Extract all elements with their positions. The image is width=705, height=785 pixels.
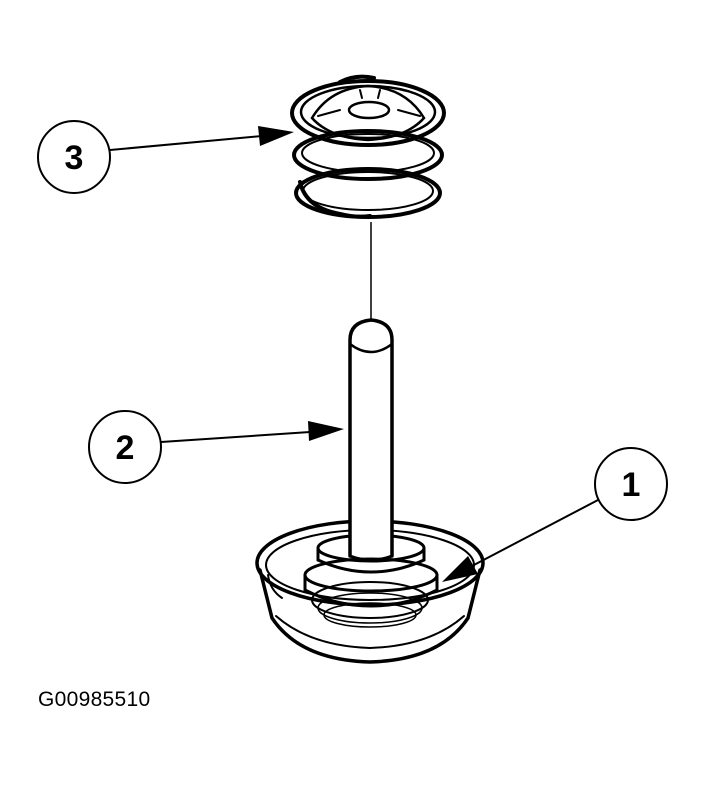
figure-id: G00985510 (38, 688, 151, 711)
callout-2-circle (88, 410, 162, 484)
callout-1: 1 (442, 447, 668, 582)
callout-2-leader (160, 431, 311, 443)
callout-3-circle (37, 120, 111, 194)
callout-1-leader (471, 499, 599, 567)
spring (290, 74, 446, 219)
callout-2-label: 2 (116, 429, 135, 467)
callout-1-circle (594, 447, 668, 521)
callout-3: 3 (37, 120, 294, 194)
callout-1-label: 1 (622, 466, 641, 504)
callout-3-label: 3 (65, 139, 84, 177)
callout-3-arrowhead (258, 126, 294, 146)
callout-1-arrowhead (442, 556, 478, 582)
callout-3-leader (109, 135, 263, 151)
valve-stem (348, 318, 394, 562)
callout-2-arrowhead (308, 421, 344, 441)
callout-2: 2 (88, 410, 344, 484)
